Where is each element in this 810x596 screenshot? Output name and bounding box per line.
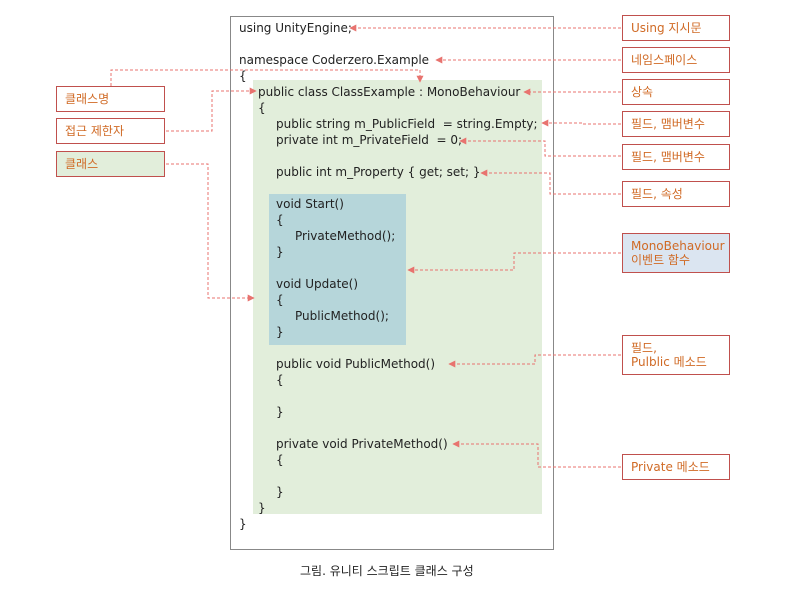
code-line-public-field: public string m_PublicField = string.Emp… <box>276 117 538 131</box>
arrow-event-functions <box>407 252 621 274</box>
code-line-public-method-close: } <box>276 405 284 419</box>
arrow-access-modifier <box>166 87 257 132</box>
arrow-private-method <box>452 440 621 468</box>
code-line-update-open: { <box>276 293 284 307</box>
event-functions-region <box>269 194 406 345</box>
code-line-namespace-close: } <box>239 517 247 531</box>
code-line-property: public int m_Property { get; set; } <box>276 165 481 179</box>
code-line-start: void Start() <box>276 197 344 211</box>
label-monobehaviour-event-functions: MonoBehaviour 이벤트 함수 <box>622 233 730 273</box>
label-access-modifier: 접근 제한자 <box>56 118 165 144</box>
code-line-private-method-close: } <box>276 485 284 499</box>
arrow-public-field <box>541 119 621 127</box>
code-line-using: using UnityEngine; <box>239 21 352 35</box>
label-class: 클래스 <box>56 151 165 177</box>
code-line-private-method: private void PrivateMethod() <box>276 437 448 451</box>
code-line-class-declaration: public class ClassExample : MonoBehaviou… <box>258 85 521 99</box>
label-namespace: 네임스페이스 <box>622 47 730 73</box>
label-field-property: 필드, 속성 <box>622 181 730 207</box>
label-field-member-variable-2: 필드, 맴버변수 <box>622 144 730 170</box>
code-line-public-method-open: { <box>276 373 284 387</box>
figure-caption: 그림. 유니티 스크립트 클래스 구성 <box>300 564 474 578</box>
code-line-private-method-open: { <box>276 453 284 467</box>
code-line-class-close: } <box>258 501 266 515</box>
label-private-method: Private 메소드 <box>622 454 730 480</box>
code-line-start-body: PrivateMethod(); <box>295 229 396 243</box>
code-line-class-open: { <box>258 101 266 115</box>
label-field-public-method: 필드, Pulblic 메소드 <box>622 335 730 375</box>
code-line-namespace-open: { <box>239 69 247 83</box>
code-line-public-method: public void PublicMethod() <box>276 357 436 371</box>
arrow-private-field <box>459 137 621 157</box>
arrow-public-method <box>448 354 621 368</box>
label-using-directive: Using 지시문 <box>622 15 730 41</box>
label-class-name: 클래스명 <box>56 86 165 112</box>
arrow-class <box>166 163 255 302</box>
code-line-start-open: { <box>276 213 284 227</box>
label-inheritance: 상속 <box>622 79 730 105</box>
arrow-property <box>480 169 621 195</box>
code-line-update: void Update() <box>276 277 359 291</box>
code-line-update-close: } <box>276 325 284 339</box>
code-line-private-field: private int m_PrivateField = 0; <box>276 133 463 147</box>
code-line-start-close: } <box>276 245 284 259</box>
code-line-namespace: namespace Coderzero.Example <box>239 53 430 67</box>
label-field-member-variable-1: 필드, 맴버변수 <box>622 111 730 137</box>
code-line-update-body: PublicMethod(); <box>295 309 389 323</box>
arrow-class-name <box>110 69 424 86</box>
